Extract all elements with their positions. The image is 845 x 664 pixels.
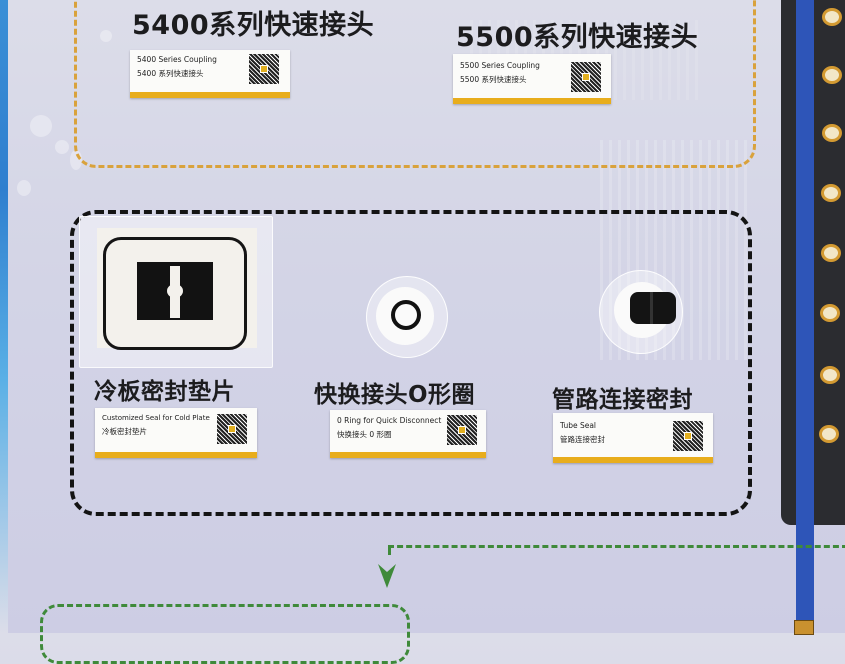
black-group-outline bbox=[70, 210, 752, 516]
product-label-o-ring: 0 Ring for Quick Disconnect 快换接头 0 形圈 bbox=[330, 410, 486, 458]
green-group-outline bbox=[40, 604, 410, 664]
pad-icon bbox=[819, 425, 839, 443]
qr-code-icon[interactable] bbox=[447, 415, 477, 445]
label-en: Customized Seal for Cold Plate bbox=[102, 414, 210, 422]
label-stripe bbox=[553, 457, 713, 463]
product-label-5500: 5500 Series Coupling 5500 系列快速接头 bbox=[453, 54, 611, 104]
heading-5500: 5500系列快速接头 bbox=[456, 22, 699, 53]
green-connector-line bbox=[388, 545, 845, 555]
bokeh-light bbox=[17, 180, 31, 196]
label-cn: 冷板密封垫片 bbox=[102, 427, 147, 436]
heading-o-ring: 快换接头O形圈 bbox=[314, 382, 476, 408]
o-ring-icon bbox=[391, 300, 421, 330]
qr-code-icon[interactable] bbox=[217, 414, 247, 444]
bokeh-light bbox=[55, 140, 69, 154]
qr-code-icon[interactable] bbox=[673, 421, 703, 451]
gasket-seal-icon bbox=[103, 237, 247, 350]
pad-icon bbox=[822, 66, 842, 84]
green-down-arrow-icon bbox=[378, 564, 396, 588]
pad-icon bbox=[821, 184, 841, 202]
heading-tube-seal: 管路连接密封 bbox=[552, 387, 693, 413]
label-cn: 快换接头 0 形圈 bbox=[337, 430, 392, 439]
label-stripe bbox=[95, 452, 257, 458]
heading-cold-plate-seal: 冷板密封垫片 bbox=[94, 379, 235, 405]
blue-side-strip bbox=[0, 0, 8, 633]
heading-5400: 5400系列快速接头 bbox=[132, 10, 375, 41]
pad-icon bbox=[821, 244, 841, 262]
qr-code-icon[interactable] bbox=[571, 62, 601, 92]
label-stripe bbox=[330, 452, 486, 458]
product-label-cold-plate: Customized Seal for Cold Plate 冷板密封垫片 bbox=[95, 408, 257, 458]
label-cn: 5500 系列快速接头 bbox=[460, 75, 527, 84]
blue-pipe bbox=[796, 0, 814, 625]
orange-group-outline bbox=[74, 0, 756, 168]
label-en: 0 Ring for Quick Disconnect bbox=[337, 416, 442, 425]
bokeh-light bbox=[100, 30, 112, 42]
label-cn: 5400 系列快速接头 bbox=[137, 69, 204, 78]
pad-icon bbox=[820, 366, 840, 384]
label-cn: 管路连接密封 bbox=[560, 435, 605, 444]
label-en: Tube Seal bbox=[560, 421, 597, 430]
pad-icon bbox=[820, 304, 840, 322]
pad-icon bbox=[822, 8, 842, 26]
label-en: 5500 Series Coupling bbox=[460, 61, 540, 70]
product-label-tube-seal: Tube Seal 管路连接密封 bbox=[553, 413, 713, 463]
product-label-5400: 5400 Series Coupling 5400 系列快速接头 bbox=[130, 50, 290, 98]
pad-icon bbox=[822, 124, 842, 142]
label-stripe bbox=[453, 98, 611, 104]
bokeh-light bbox=[30, 115, 52, 137]
tube-seal-icon bbox=[630, 292, 676, 324]
qr-code-icon[interactable] bbox=[249, 54, 279, 84]
seal-plate-icon bbox=[137, 262, 213, 320]
label-stripe bbox=[130, 92, 290, 98]
label-en: 5400 Series Coupling bbox=[137, 55, 217, 64]
